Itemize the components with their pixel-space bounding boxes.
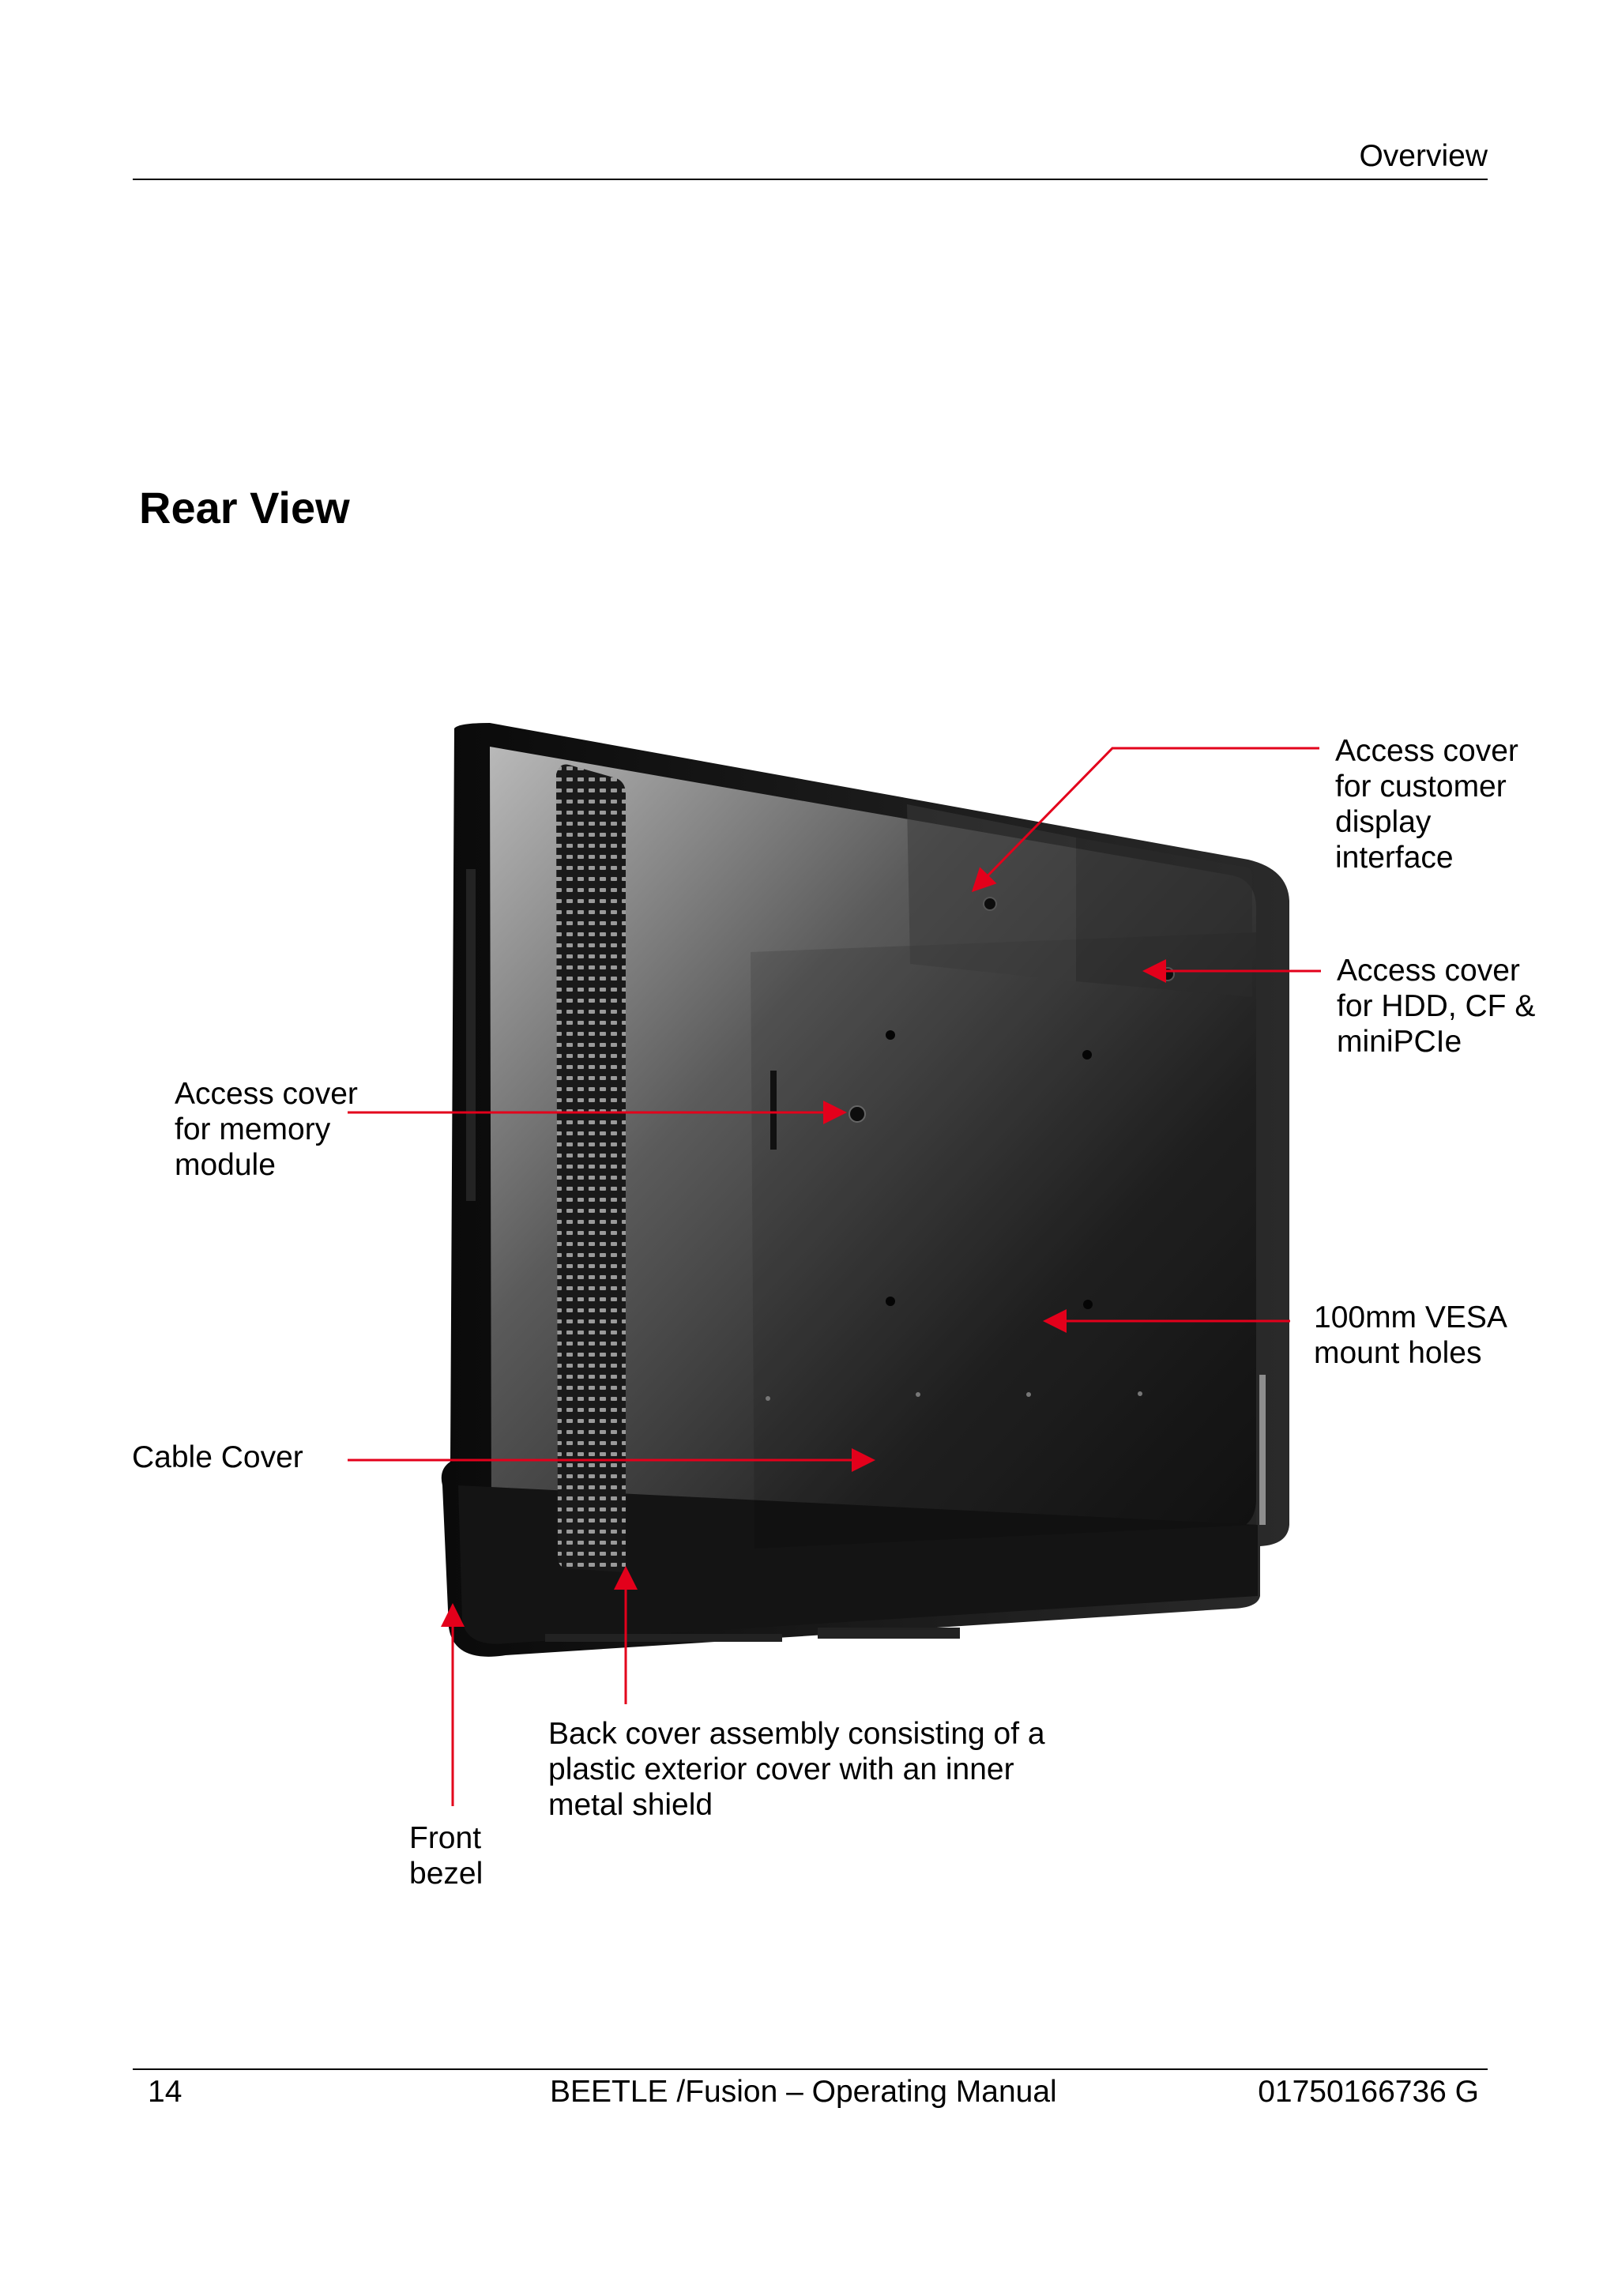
customer-display-cover — [907, 804, 1076, 981]
vesa-hole — [1083, 1300, 1093, 1309]
hdd-cover — [1076, 837, 1252, 997]
vesa-hole — [886, 1297, 895, 1306]
callout-memory: Access cover for memory module — [175, 1077, 358, 1182]
running-header: Overview — [1359, 139, 1488, 173]
doc-number: 01750166736 G — [1258, 2075, 1479, 2109]
arrow-customer-display — [971, 747, 1319, 893]
vesa-hole — [886, 1030, 895, 1040]
page-number: 14 — [148, 2075, 182, 2109]
callout-front-bezel: Front bezel — [409, 1821, 484, 1891]
callout-back-cover: Back cover assembly consisting of a plas… — [548, 1717, 1045, 1822]
vent-grille — [556, 764, 626, 1572]
callout-hdd-cf: Access cover for HDD, CF & miniPCIe — [1337, 954, 1536, 1059]
section-title: Rear View — [139, 483, 350, 533]
callout-customer-display: Access cover for customer display interf… — [1335, 734, 1518, 875]
manual-title: BEETLE /Fusion – Operating Manual — [550, 2075, 1057, 2109]
callout-cable-cover: Cable Cover — [132, 1440, 303, 1474]
memory-screw — [849, 1105, 866, 1123]
callout-vesa: 100mm VESA mount holes — [1314, 1300, 1507, 1370]
screw — [1161, 967, 1175, 981]
callout-arrows — [348, 747, 1321, 1806]
device-rear — [441, 723, 1289, 1657]
vesa-hole — [1082, 1050, 1092, 1060]
header-rule — [133, 179, 1488, 180]
footer-rule — [133, 2068, 1488, 2070]
screw — [983, 897, 997, 911]
